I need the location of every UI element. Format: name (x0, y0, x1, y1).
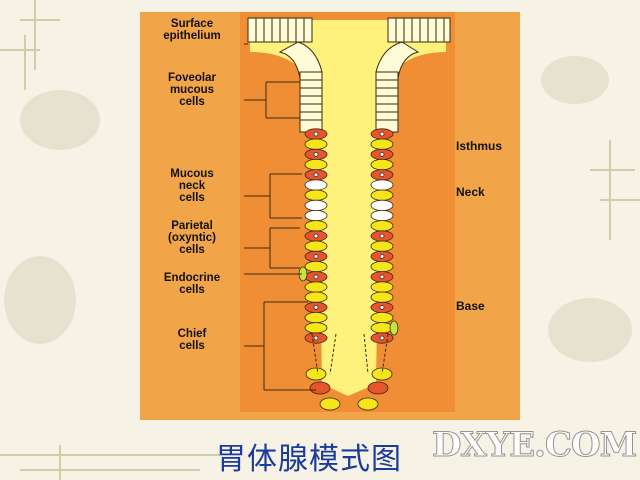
chief-cell (370, 220, 394, 232)
chief-cell (304, 220, 328, 232)
surface-epithelium-right (375, 17, 451, 79)
mucous-neck-cell (304, 199, 328, 211)
chief-cell (304, 281, 328, 293)
parietal-nucleus (379, 274, 385, 280)
parietal-nucleus (379, 172, 385, 178)
figure-panel: Surface epithelium Foveolar mucous cells… (140, 12, 520, 420)
chief-cell (370, 291, 394, 303)
parietal-nucleus (379, 253, 385, 259)
parietal-nucleus (313, 274, 319, 280)
chief-cell (370, 311, 394, 324)
mucous-neck-cell (370, 199, 394, 211)
gland-cells-left (298, 128, 341, 411)
parietal-nucleus (313, 172, 319, 178)
label-parietal-oxyntic-cells: Parietal (oxyntic) cells (168, 220, 216, 256)
gastric-gland-diagram (140, 12, 520, 420)
chief-cell (370, 240, 394, 252)
label-neck: Neck (456, 185, 485, 199)
chief-cell (357, 397, 379, 411)
parietal-nucleus (313, 335, 319, 341)
chief-cell (304, 291, 328, 303)
chief-cell (304, 189, 328, 201)
watermark-logo: DXYE.COM (431, 425, 637, 466)
mucous-neck-cell (304, 210, 328, 222)
label-foveolar-mucous-cells: Foveolar mucous cells (168, 72, 216, 108)
chief-cell (304, 240, 328, 252)
label-endocrine-cells: Endocrine cells (163, 272, 221, 296)
gland-cells-right (357, 128, 399, 411)
label-leaders (244, 43, 316, 391)
parietal-nucleus (313, 233, 319, 239)
chief-cell (304, 261, 328, 273)
chief-cell (305, 367, 327, 381)
label-isthmus: Isthmus (456, 139, 503, 153)
parietal-nucleus (379, 151, 385, 157)
parietal-nucleus (313, 131, 319, 137)
mucous-neck-cell (370, 179, 394, 191)
foveolar-cells-left (299, 71, 323, 133)
foveolar-cells-right (375, 71, 399, 133)
parietal-cell (367, 381, 389, 395)
chief-cell (304, 138, 328, 150)
base-dashed-lines (311, 333, 389, 375)
figure-caption: 胃体腺模式图 (216, 442, 402, 477)
parietal-nucleus (313, 304, 319, 310)
parietal-nucleus (379, 335, 385, 341)
parietal-nucleus (313, 151, 319, 157)
chief-cell (370, 281, 394, 293)
label-surface-epithelium: Surface epithelium (163, 18, 221, 42)
endocrine-cell (389, 320, 399, 336)
gland-lumen (250, 20, 446, 396)
parietal-nucleus (313, 253, 319, 259)
mucous-neck-cell (370, 210, 394, 222)
chief-cell (304, 322, 328, 334)
chief-cell (370, 138, 394, 150)
label-chief-cells: Chief cells (177, 328, 207, 352)
chief-cell (370, 261, 394, 273)
chief-cell (319, 397, 341, 411)
mucous-neck-cell (304, 179, 328, 191)
chief-cell (304, 159, 328, 171)
parietal-cell (309, 381, 331, 395)
chief-cell (370, 189, 394, 201)
label-base: Base (456, 299, 485, 313)
parietal-nucleus (379, 131, 385, 137)
chief-cell (370, 159, 394, 171)
label-mucous-neck-cells: Mucous neck cells (170, 168, 214, 204)
chief-cell (304, 311, 328, 324)
parietal-nucleus (379, 304, 385, 310)
surface-epithelium-left (247, 17, 323, 79)
parietal-nucleus (379, 233, 385, 239)
